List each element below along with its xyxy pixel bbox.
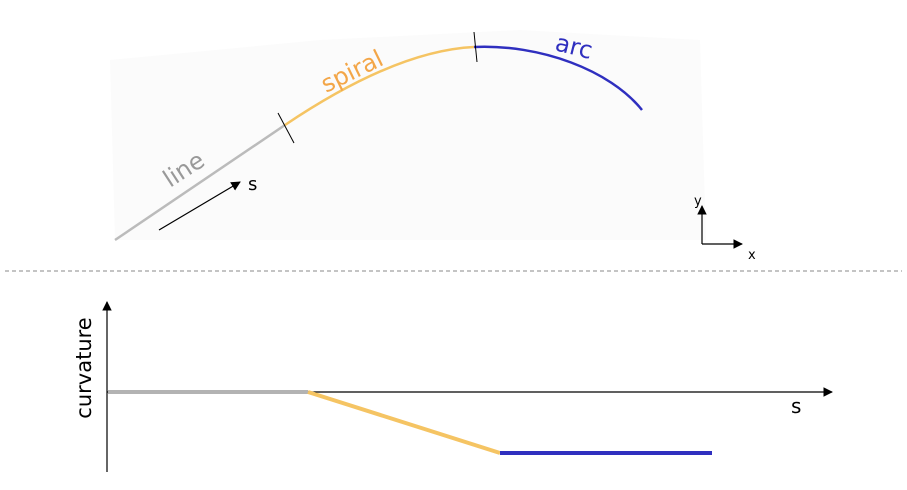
line-segment: [114, 123, 286, 242]
s-direction-arrow: [158, 181, 241, 231]
spiral-segment: [284, 45, 475, 127]
x-axis-indicator-label: x: [748, 248, 756, 263]
s-axis-label: s: [791, 394, 801, 418]
s-direction-label: s: [248, 174, 257, 195]
line-spiral-separator: [277, 112, 295, 144]
y-axis-indicator-label: y: [694, 194, 702, 209]
arc-segment: [473, 45, 643, 111]
background-panel: [110, 30, 706, 240]
spiral-arc-separator: [473, 31, 478, 63]
spiral-curvature: [307, 390, 501, 455]
curvature-axis-label: curvature: [72, 317, 96, 418]
